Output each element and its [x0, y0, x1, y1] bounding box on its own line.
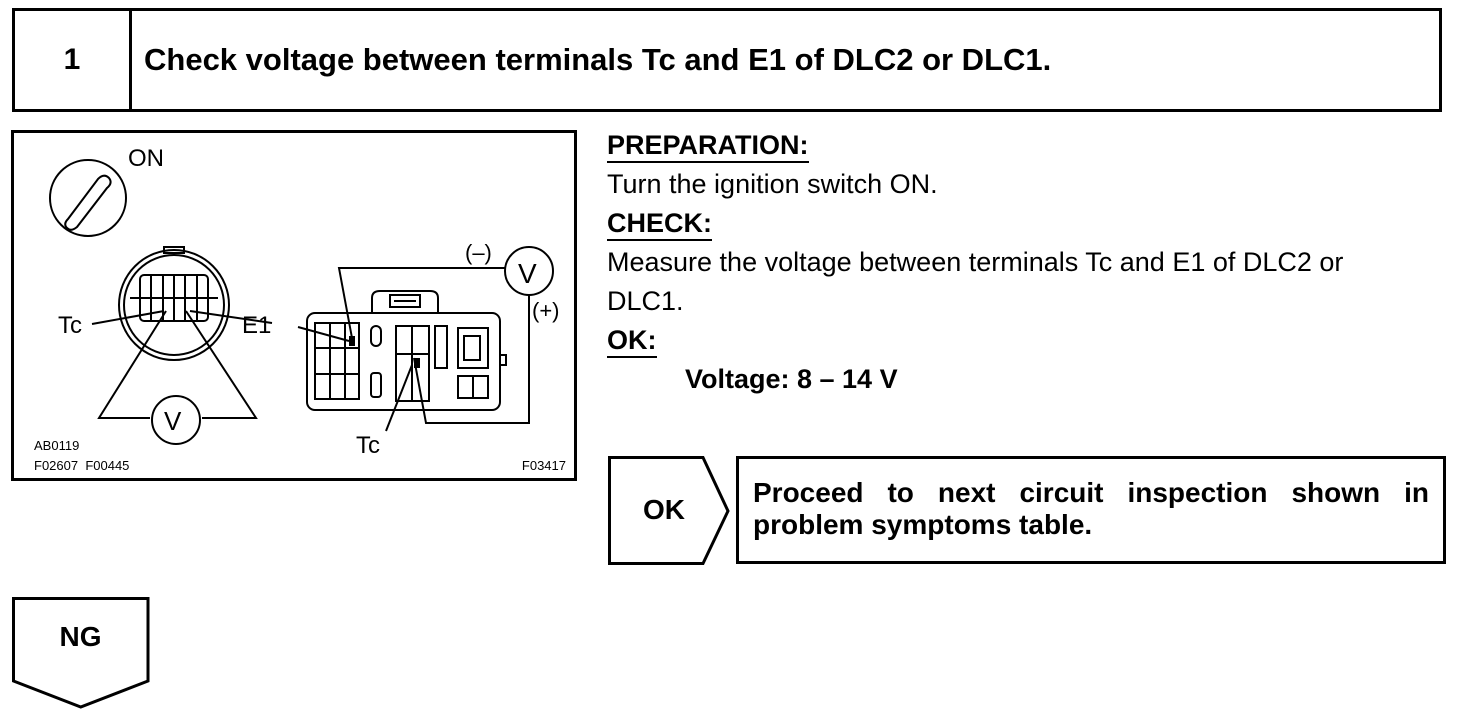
voltmeter-left-icon [151, 395, 201, 445]
left-e1-label: E1 [242, 312, 271, 339]
ng-tag-label: NG [59, 621, 102, 652]
ok-result-text: Proceed to next circuit inspection shown… [736, 456, 1446, 564]
preparation-heading: PREPARATION: [607, 129, 809, 163]
ok-spec: Voltage: 8 – 14 V [685, 364, 898, 394]
check-text-line1: Measure the voltage between terminals Tc… [607, 247, 1344, 277]
instructions: PREPARATION: Turn the ignition switch ON… [607, 126, 1457, 399]
right-tc-label: Tc [356, 432, 380, 459]
minus-label: (–) [465, 240, 492, 265]
plus-label: (+) [532, 298, 560, 323]
ok-tag-label: OK [643, 494, 685, 525]
wiring-diagram: ON Tc E1 V (–) V (+) Tc [49, 145, 560, 459]
ok-result-tag: OK [608, 456, 733, 571]
ok-arrow-tag-icon [608, 456, 730, 565]
ng-arrow-tag-icon [12, 597, 150, 709]
check-heading: CHECK: [607, 207, 712, 241]
ignition-switch-icon [49, 159, 127, 237]
dlc1-connector-icon [118, 246, 230, 361]
preparation-text: Turn the ignition switch ON. [607, 169, 938, 199]
connector-illustration: ON Tc E1 V (–) V (+) Tc AB0119 F02607 F0… [11, 130, 577, 481]
figure-code-1: AB0119 [34, 438, 80, 453]
dlc2-connector-icon [306, 290, 507, 411]
ng-result-tag: NG [12, 597, 152, 714]
switch-on-label: ON [128, 145, 164, 172]
figure-code-2: F02607 F00445 [34, 458, 130, 473]
check-text-line2: DLC1. [607, 286, 684, 316]
step-number: 1 [15, 11, 132, 109]
ok-heading: OK: [607, 324, 657, 358]
right-meter-label: V [518, 258, 537, 289]
left-tc-label: Tc [58, 312, 82, 339]
step-title: Check voltage between terminals Tc and E… [144, 42, 1052, 77]
figure-code-3: F03417 [521, 458, 566, 473]
step-header: 1 Check voltage between terminals Tc and… [12, 8, 1442, 112]
left-meter-label: V [164, 406, 182, 436]
